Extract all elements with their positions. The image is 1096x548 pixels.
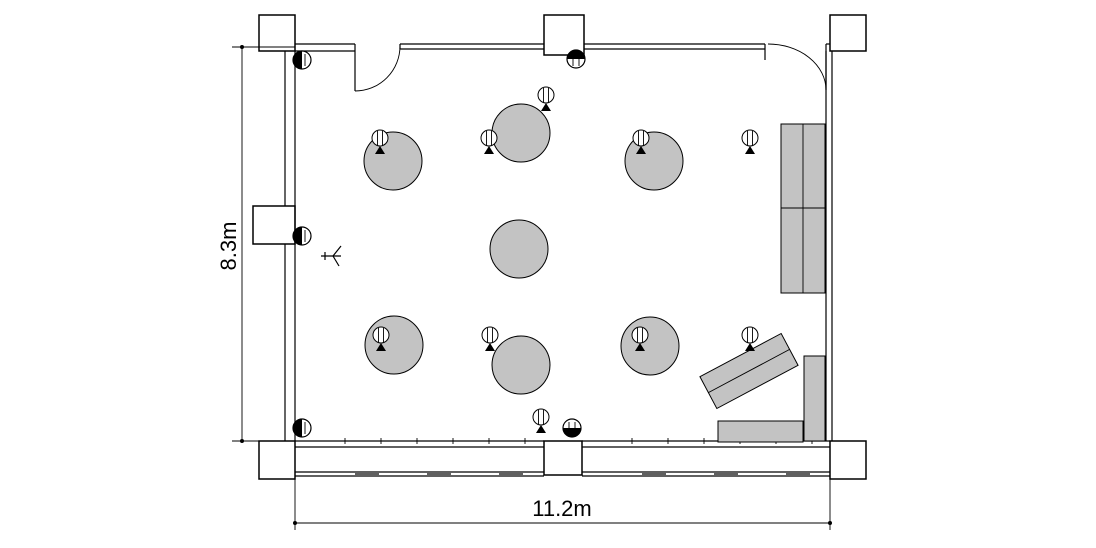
column-bottom-middle (543, 440, 583, 476)
pilaster-left (252, 205, 296, 245)
window-mullions (344, 438, 813, 475)
door-left (354, 44, 401, 92)
light-fixture-arrow-icon (532, 408, 550, 433)
light-fixture-arrow-icon (480, 129, 498, 154)
wall-outlet-icon (562, 418, 582, 438)
light-fixture-arrow-icon (371, 129, 389, 154)
round-table-icon (620, 316, 680, 376)
width-dimension-label: 11.2m (532, 496, 592, 521)
wall-outlet-icon (566, 49, 586, 69)
sofa-right (780, 123, 826, 294)
light-fixture-arrow-icon (632, 129, 650, 154)
wall-outlet-icon (292, 418, 312, 438)
corner-column-top-left (258, 14, 296, 52)
light-fixture-arrow-icon (537, 86, 555, 111)
wall-outlet-icon (292, 226, 312, 246)
corner-column-top-right (829, 14, 867, 52)
wall-outlet-icon (292, 50, 312, 70)
light-fixture-arrow-icon (741, 129, 759, 154)
round-tables (363, 103, 684, 395)
round-table-icon (624, 131, 684, 191)
light-fixture-arrow-icon (741, 326, 759, 351)
round-table-icon (363, 131, 423, 191)
fan-icon (321, 245, 342, 267)
sofa-corner (717, 355, 826, 443)
light-fixtures (371, 86, 759, 433)
dimension-horizontal: 11.2m (293, 479, 832, 530)
sofa-icon (717, 420, 804, 443)
corner-column-bottom-right (829, 440, 867, 480)
light-fixture-arrow-icon (372, 326, 390, 351)
walls (252, 14, 867, 480)
light-fixture-arrow-icon (631, 326, 649, 351)
sofa-angled (699, 332, 799, 410)
round-table-icon (491, 335, 551, 395)
sofa-icon (803, 355, 826, 442)
round-table-icon (364, 315, 424, 375)
door-right (764, 43, 827, 91)
round-table-icon (489, 219, 549, 279)
wall-outlets (292, 49, 586, 438)
round-table-icon (491, 103, 551, 163)
corner-column-bottom-left (258, 440, 296, 480)
dimension-vertical: 8.3m (216, 45, 295, 443)
light-fixture-arrow-icon (481, 326, 499, 351)
height-dimension-label: 8.3m (216, 222, 241, 271)
column-top-middle (543, 14, 585, 56)
